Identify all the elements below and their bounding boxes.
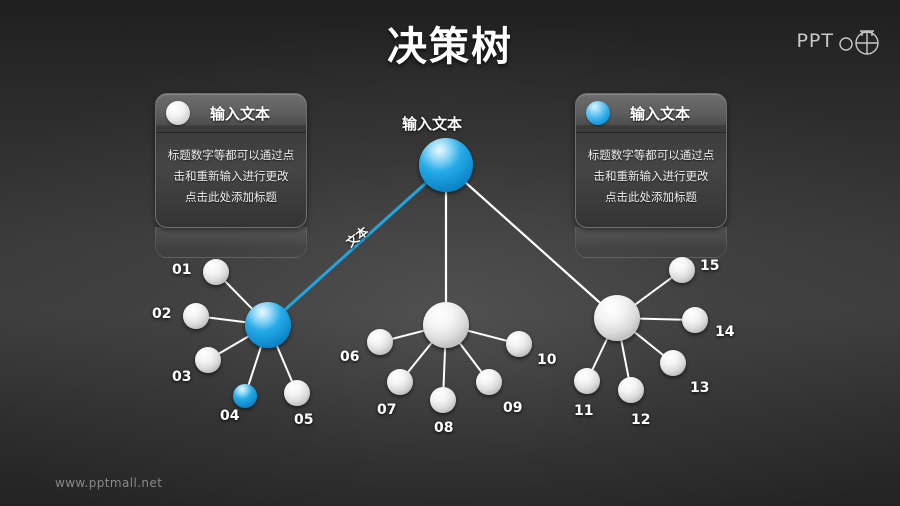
leaf-label-06: 06 <box>340 349 360 365</box>
leaf-label-09: 09 <box>503 400 523 416</box>
right-box-reflection <box>575 227 727 258</box>
edge-root-to-hub-left <box>266 163 448 327</box>
leaf-label-12: 12 <box>631 412 651 428</box>
hub-node-hub-left[interactable] <box>245 302 291 348</box>
leaf-node-08[interactable] <box>430 387 456 413</box>
leaf-label-04: 04 <box>220 408 240 424</box>
leaf-label-13: 13 <box>690 380 710 396</box>
leaf-node-15[interactable] <box>669 257 695 283</box>
leaf-node-14[interactable] <box>682 307 708 333</box>
leaf-label-08: 08 <box>434 420 454 436</box>
leaf-node-07[interactable] <box>387 369 413 395</box>
crosshair-circle-icon <box>839 30 879 55</box>
leaf-label-15: 15 <box>700 258 720 274</box>
site-watermark: www.pptmall.net <box>55 476 163 490</box>
edge-root-to-hub-right <box>444 163 619 320</box>
page-title: 决策树 <box>387 24 513 70</box>
leaf-label-11: 11 <box>574 403 594 419</box>
root-node-label: 输入文本 <box>402 115 463 133</box>
leaf-node-06[interactable] <box>367 329 393 355</box>
leaf-node-11[interactable] <box>574 368 600 394</box>
info-box-right-body: 标题数字等都可以通过点击和重新输入进行更改 点击此处添加标题 <box>587 148 715 204</box>
info-box-right-header: 输入文本 <box>576 94 726 133</box>
graph-edges <box>195 163 696 401</box>
leaf-node-04[interactable] <box>233 384 257 408</box>
leaf-label-10: 10 <box>537 352 557 368</box>
left-box-reflection <box>155 227 307 258</box>
root-node[interactable] <box>419 138 473 192</box>
leaf-label-02: 02 <box>152 306 172 322</box>
hub-node-hub-right[interactable] <box>594 295 640 341</box>
leaf-label-05: 05 <box>294 412 314 428</box>
leaf-node-03[interactable] <box>195 347 221 373</box>
leaf-node-01[interactable] <box>203 259 229 285</box>
leaf-node-02[interactable] <box>183 303 209 329</box>
leaf-label-07: 07 <box>377 402 397 418</box>
hub-node-hub-center[interactable] <box>423 302 469 348</box>
info-box-left-body: 标题数字等都可以通过点击和重新输入进行更改 点击此处添加标题 <box>167 148 295 204</box>
graph-nodes <box>183 138 708 413</box>
leaf-node-09[interactable] <box>476 369 502 395</box>
leaf-label-01: 01 <box>172 262 192 278</box>
leaf-label-14: 14 <box>715 324 735 340</box>
leaf-node-13[interactable] <box>660 350 686 376</box>
info-box-left[interactable]: 输入文本 标题数字等都可以通过点击和重新输入进行更改 点击此处添加标题 <box>155 93 307 228</box>
leaf-node-10[interactable] <box>506 331 532 357</box>
info-box-right[interactable]: 输入文本 标题数字等都可以通过点击和重新输入进行更改 点击此处添加标题 <box>575 93 727 228</box>
info-box-right-title: 输入文本 <box>629 104 690 123</box>
leaf-node-12[interactable] <box>618 377 644 403</box>
blue-sphere-icon <box>586 101 610 125</box>
brand-logo: PPT <box>796 26 882 56</box>
white-sphere-icon <box>166 101 190 125</box>
leaf-label-03: 03 <box>172 369 192 385</box>
logo-text: PPT <box>796 30 834 52</box>
leaf-node-05[interactable] <box>284 380 310 406</box>
info-box-left-header: 输入文本 <box>156 94 306 133</box>
info-box-left-title: 输入文本 <box>209 104 270 123</box>
